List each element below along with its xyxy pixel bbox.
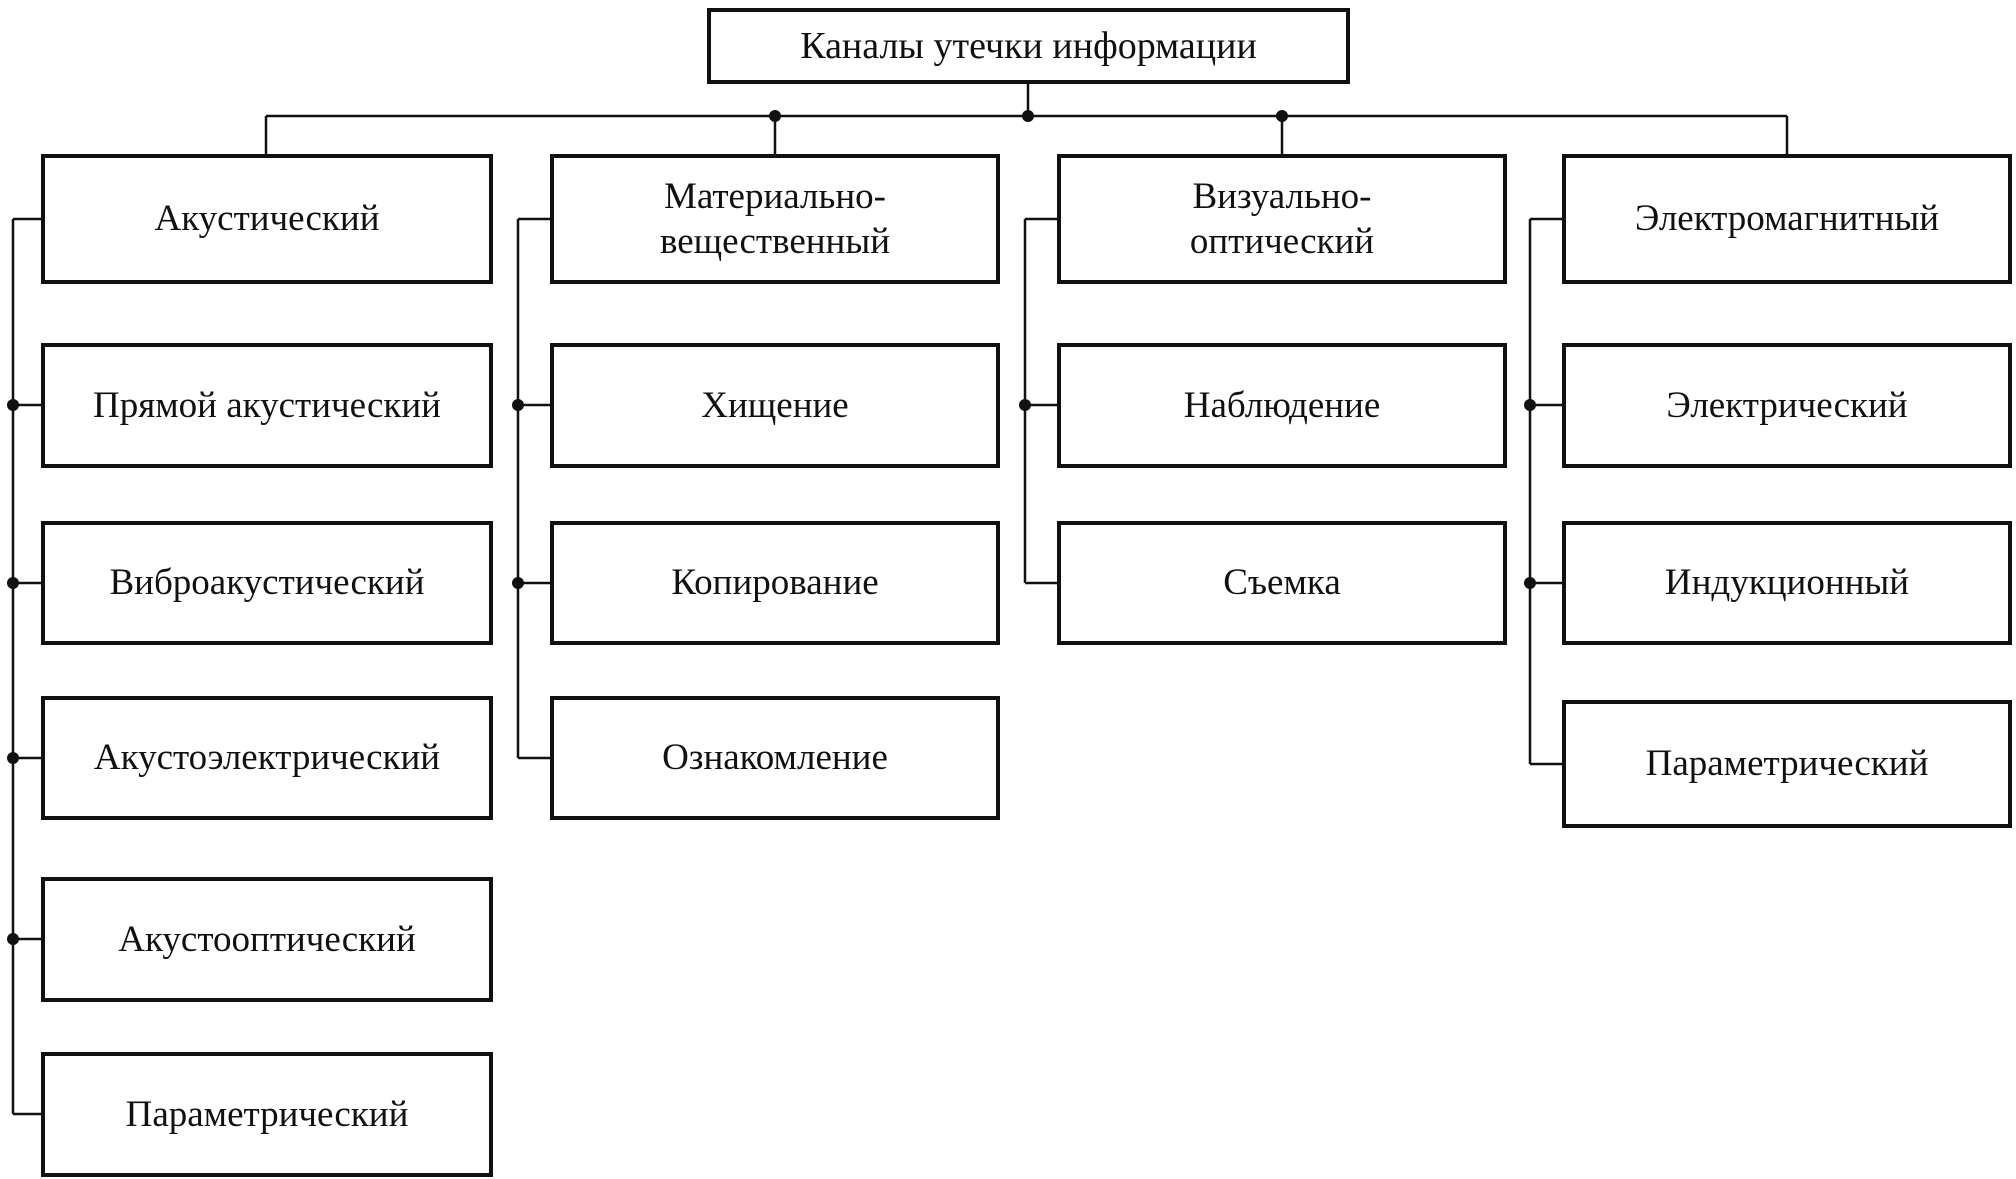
node-theft: Хищение <box>550 343 1000 468</box>
node-filming: Съемка <box>1057 521 1507 645</box>
node-acoustooptic-label: Акустооптический <box>118 918 416 960</box>
node-parametric-acoustic: Параметрический <box>41 1052 493 1177</box>
junction-dots <box>7 110 1536 945</box>
node-root: Каналы утечки информации <box>707 8 1350 84</box>
node-direct-acoustic: Прямой акустический <box>41 343 493 468</box>
node-observation-label: Наблюдение <box>1183 384 1381 426</box>
node-material-label: Материально- вещественный <box>659 175 891 262</box>
node-induction-label: Индукционный <box>1664 562 1910 604</box>
node-material: Материально- вещественный <box>550 154 1000 284</box>
node-theft-label: Хищение <box>701 384 849 426</box>
node-acoustoelectric: Акустоэлектрический <box>41 696 493 820</box>
node-parametric-em-label: Параметрический <box>1645 743 1929 785</box>
node-familiarization-label: Ознакомление <box>662 737 888 779</box>
node-vibroacoustic: Виброакустический <box>41 521 493 645</box>
node-filming-label: Съемка <box>1223 562 1341 604</box>
node-direct-acoustic-label: Прямой акустический <box>93 384 441 426</box>
node-acoustic: Акустический <box>41 154 493 284</box>
node-acoustic-label: Акустический <box>154 198 380 240</box>
node-electromagnetic-label: Электромагнитный <box>1634 198 1940 240</box>
node-copying-label: Копирование <box>671 562 879 604</box>
node-observation: Наблюдение <box>1057 343 1507 468</box>
node-electric-label: Электрический <box>1666 384 1908 426</box>
node-familiarization: Ознакомление <box>550 696 1000 820</box>
node-copying: Копирование <box>550 521 1000 645</box>
node-visual-optical: Визуально- оптический <box>1057 154 1507 284</box>
node-visual-optical-label: Визуально- оптический <box>1189 175 1375 262</box>
node-root-label: Каналы утечки информации <box>800 24 1257 67</box>
node-parametric-em: Параметрический <box>1562 700 2012 828</box>
node-acoustoelectric-label: Акустоэлектрический <box>93 737 441 779</box>
node-electric: Электрический <box>1562 343 2012 468</box>
node-parametric-acoustic-label: Параметрический <box>125 1093 409 1135</box>
node-electromagnetic: Электромагнитный <box>1562 154 2012 284</box>
node-acoustooptic: Акустооптический <box>41 877 493 1002</box>
node-induction: Индукционный <box>1562 521 2012 645</box>
node-vibroacoustic-label: Виброакустический <box>109 562 425 604</box>
